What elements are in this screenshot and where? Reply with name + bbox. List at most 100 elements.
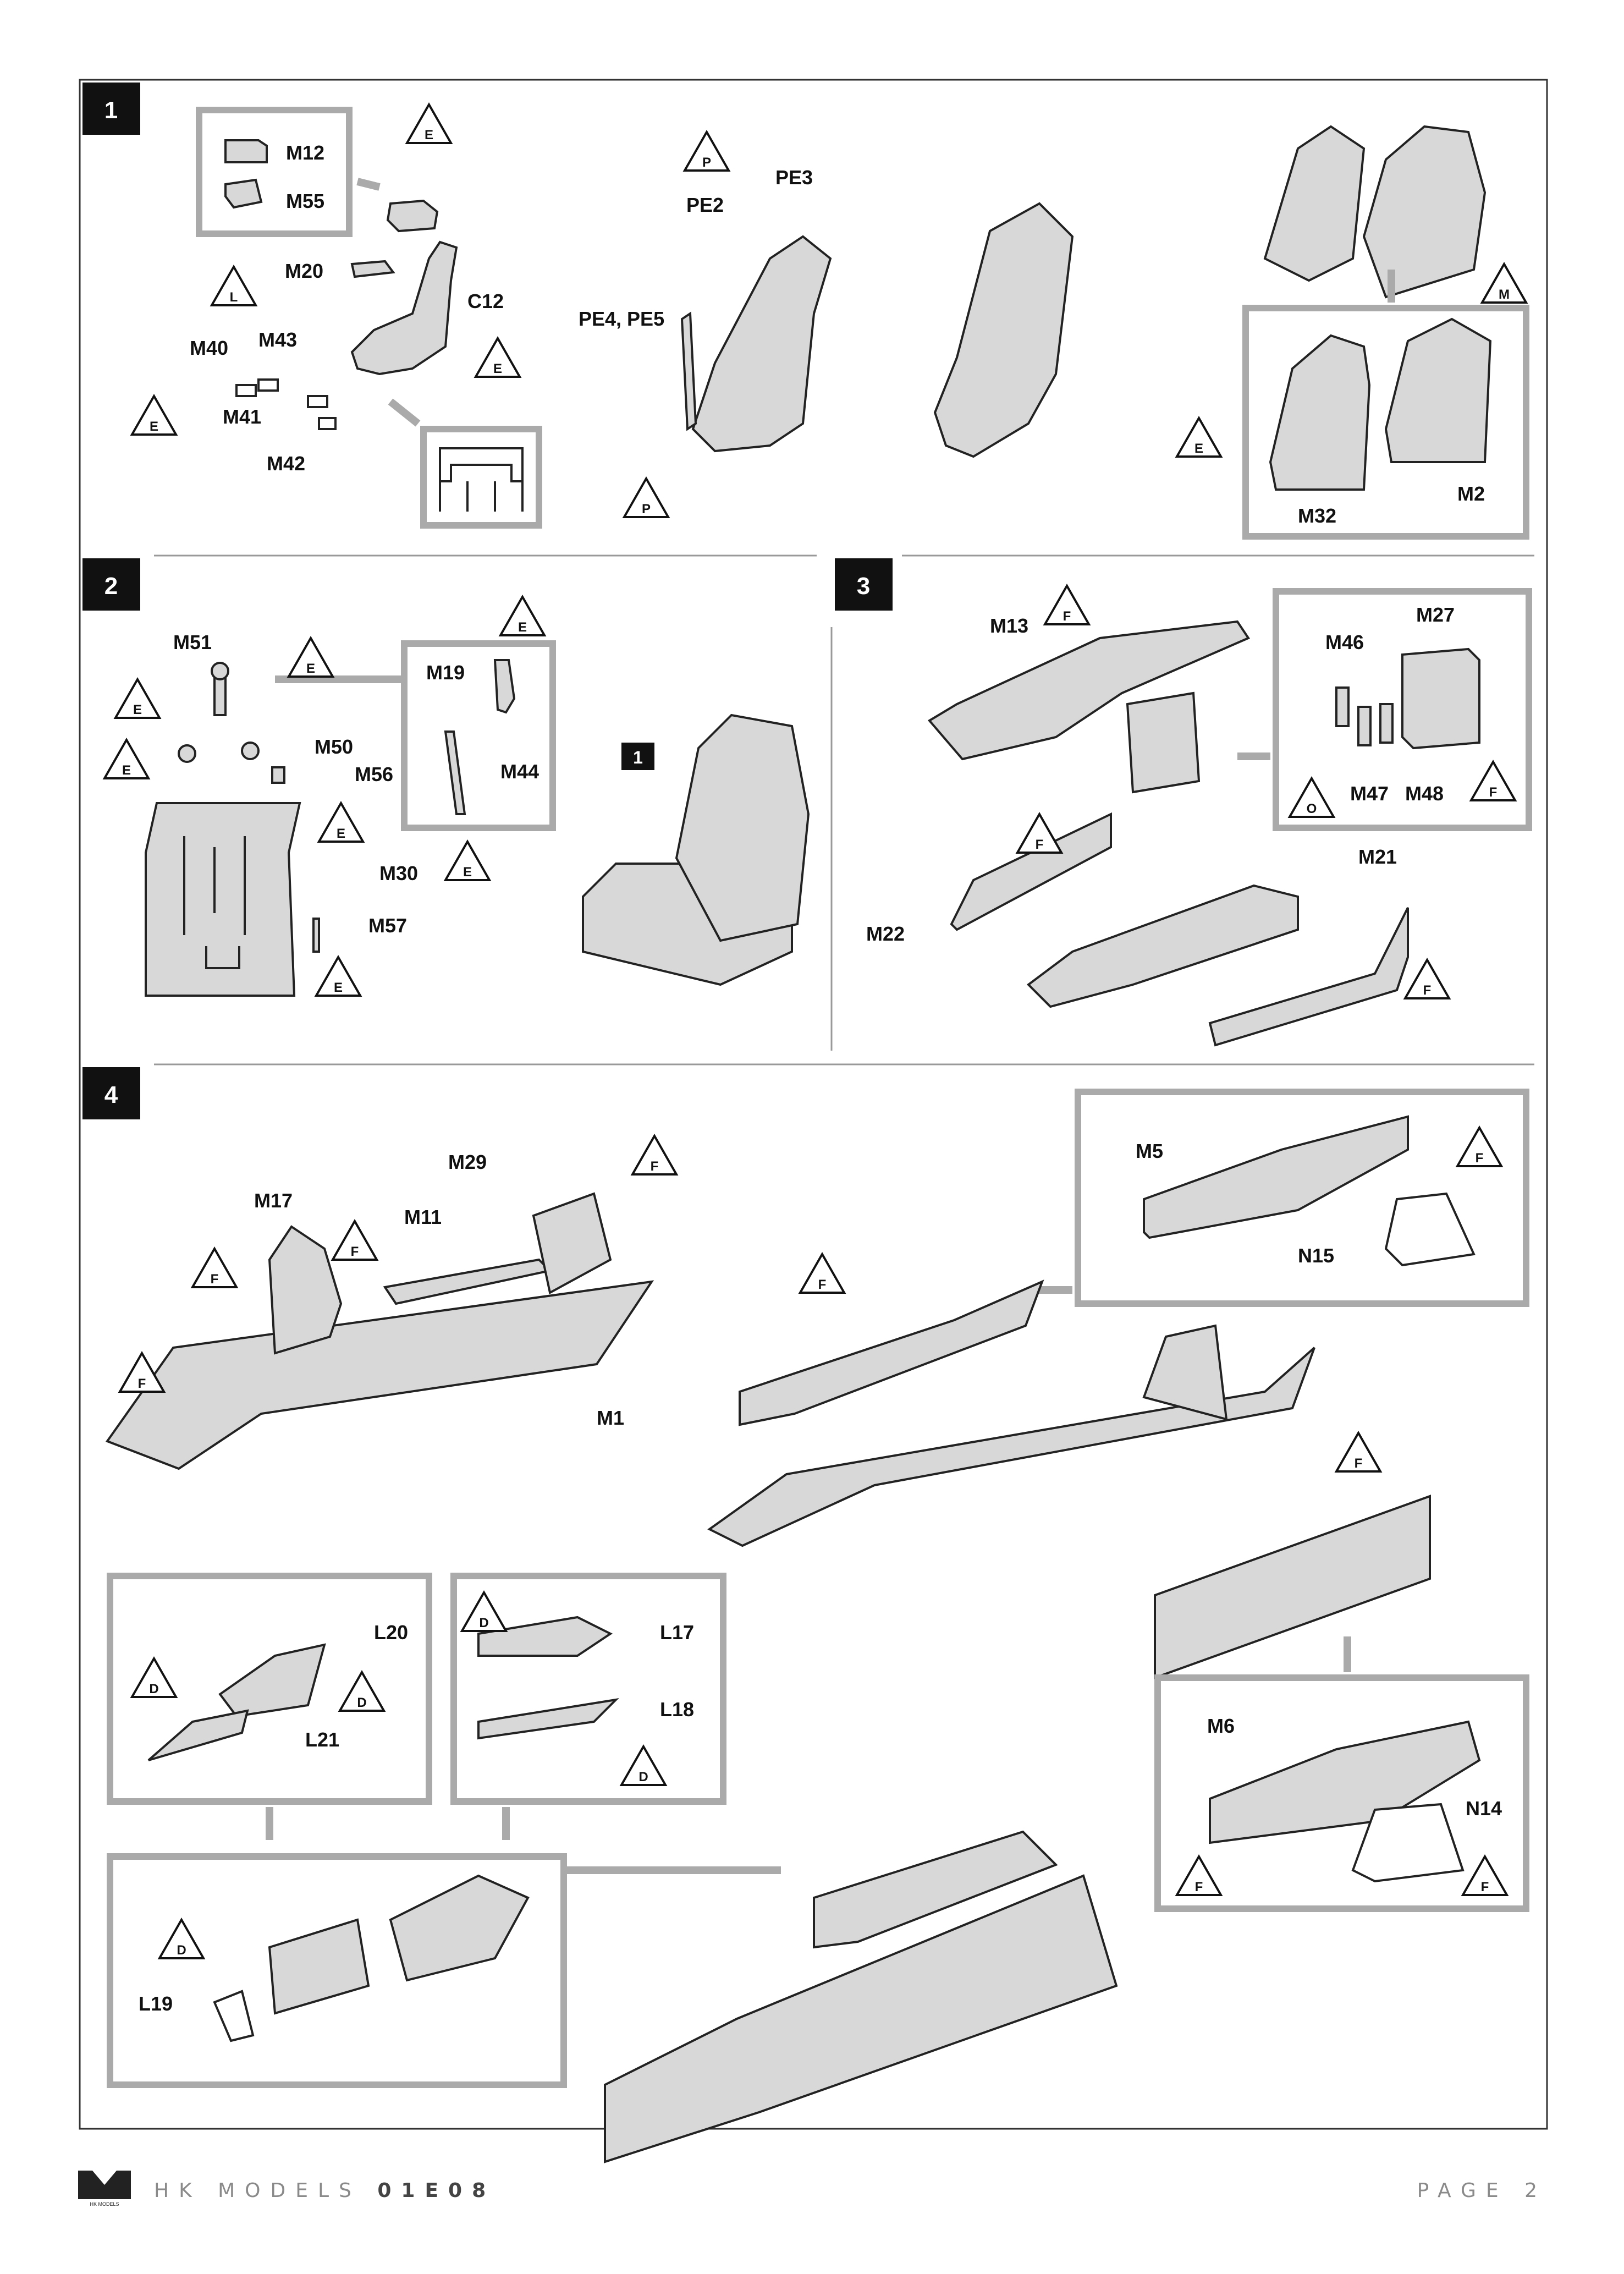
marker-e-8: E bbox=[317, 800, 365, 843]
step3-markers: F O F F F bbox=[1015, 583, 1517, 999]
step4-labels: M29 M17 M11 M1 M5 N15 L20 L21 L17 L18 L1… bbox=[139, 1140, 1502, 2015]
page-frame bbox=[79, 79, 1548, 2130]
footer-brand-name: HK MODELS bbox=[154, 2179, 361, 2202]
step1-arrow-a bbox=[356, 178, 381, 191]
part-m12-drawing bbox=[224, 139, 268, 209]
marker-l: L bbox=[210, 264, 258, 306]
svg-text:M46: M46 bbox=[1325, 631, 1364, 653]
part-l20-l21-drawing bbox=[147, 1643, 326, 1761]
svg-text:E: E bbox=[306, 661, 315, 676]
detail-box-seat-base bbox=[420, 426, 542, 529]
svg-text:M20: M20 bbox=[285, 260, 323, 282]
floor-assembly-m21-m22-drawing bbox=[950, 812, 1409, 1047]
marker-p-2: P bbox=[622, 476, 670, 518]
detail-box-l20-l21 bbox=[107, 1573, 432, 1805]
marker-f-6: F bbox=[190, 1246, 239, 1288]
svg-text:F: F bbox=[1476, 1151, 1484, 1166]
svg-text:L19: L19 bbox=[139, 1992, 173, 2015]
ref-step-1-badge: 1 bbox=[621, 743, 654, 770]
part-l17-l18-drawing bbox=[477, 1616, 619, 1740]
svg-text:E: E bbox=[150, 419, 158, 434]
svg-text:M57: M57 bbox=[368, 914, 407, 937]
svg-text:P: P bbox=[642, 502, 651, 517]
svg-text:F: F bbox=[1489, 785, 1498, 800]
seat-assembly-d-drawing bbox=[1263, 125, 1487, 299]
svg-text:L18: L18 bbox=[660, 1698, 694, 1721]
svg-text:L20: L20 bbox=[374, 1621, 408, 1644]
marker-f-13: F bbox=[1461, 1854, 1509, 1896]
console-m30-drawing bbox=[145, 802, 301, 997]
svg-text:M40: M40 bbox=[190, 337, 228, 359]
footer-brand: HK MODELS 01E08 bbox=[154, 2179, 496, 2202]
svg-text:1: 1 bbox=[104, 97, 118, 124]
svg-text:D: D bbox=[149, 1682, 158, 1696]
detail-box-m27 bbox=[1273, 588, 1532, 831]
detail-box-m12-m55 bbox=[196, 107, 353, 237]
svg-text:M21: M21 bbox=[1358, 845, 1397, 868]
svg-text:M19: M19 bbox=[426, 661, 465, 684]
step3-labels: M13 M27 M46 M47 M48 M22 M21 bbox=[866, 603, 1455, 945]
svg-text:E: E bbox=[518, 620, 527, 635]
footer-page-number: PAGE 2 bbox=[1417, 2179, 1547, 2202]
svg-text:D: D bbox=[638, 1770, 648, 1784]
step-1-badge: 1 bbox=[82, 83, 140, 135]
marker-p-1: P bbox=[682, 129, 731, 172]
svg-text:P: P bbox=[702, 155, 711, 170]
svg-text:M48: M48 bbox=[1405, 782, 1444, 805]
seat-base-detail-drawing bbox=[439, 447, 524, 512]
svg-text:L17: L17 bbox=[660, 1621, 694, 1644]
part-m32-m2-drawing bbox=[1269, 317, 1492, 491]
marker-e-4: E bbox=[1175, 415, 1223, 458]
marker-f-2: F bbox=[1469, 759, 1517, 801]
step2-labels: M51 M50 M56 M30 M57 M19 M44 bbox=[173, 631, 539, 937]
marker-e-5: E bbox=[113, 677, 162, 719]
svg-text:M2: M2 bbox=[1457, 482, 1485, 505]
svg-text:M12: M12 bbox=[286, 141, 324, 164]
svg-text:E: E bbox=[334, 980, 343, 995]
svg-text:L21: L21 bbox=[305, 1728, 339, 1751]
marker-e-6: E bbox=[287, 635, 335, 678]
cockpit-tub-assembly-drawing bbox=[582, 713, 810, 986]
footer-product-code: 01E08 bbox=[377, 2179, 496, 2202]
svg-text:M42: M42 bbox=[267, 452, 305, 475]
step-4-badge: 4 bbox=[82, 1067, 140, 1119]
svg-text:M44: M44 bbox=[500, 760, 539, 783]
svg-text:M: M bbox=[1499, 287, 1510, 302]
svg-text:M32: M32 bbox=[1298, 504, 1336, 527]
svg-text:F: F bbox=[1036, 837, 1044, 852]
svg-text:D: D bbox=[177, 1943, 186, 1958]
seat-assembly-b-drawing bbox=[680, 235, 832, 453]
svg-text:F: F bbox=[1063, 609, 1071, 624]
marker-o: O bbox=[1287, 776, 1336, 818]
marker-d-3: D bbox=[460, 1590, 508, 1632]
svg-text:M55: M55 bbox=[286, 190, 324, 212]
svg-text:E: E bbox=[337, 826, 345, 841]
svg-text:M5: M5 bbox=[1136, 1140, 1163, 1162]
detail-box-l17-l18 bbox=[450, 1573, 726, 1805]
detail-box-m19-m44 bbox=[401, 640, 556, 831]
svg-text:F: F bbox=[1355, 1456, 1363, 1471]
svg-text:M17: M17 bbox=[254, 1189, 293, 1212]
svg-text:M11: M11 bbox=[404, 1206, 442, 1228]
svg-text:O: O bbox=[1307, 801, 1317, 816]
marker-f-9: F bbox=[798, 1251, 846, 1294]
svg-text:M41: M41 bbox=[223, 405, 261, 428]
svg-text:F: F bbox=[818, 1277, 827, 1292]
detail-box-m5-n15 bbox=[1075, 1089, 1529, 1307]
svg-text:M47: M47 bbox=[1350, 782, 1389, 805]
seat-assembly-a-drawing bbox=[235, 199, 458, 430]
svg-text:C12: C12 bbox=[467, 290, 504, 312]
svg-text:F: F bbox=[138, 1376, 146, 1391]
svg-text:F: F bbox=[351, 1244, 359, 1259]
final-fuselage-drawing bbox=[604, 1830, 1118, 2163]
marker-e-3: E bbox=[130, 393, 178, 436]
step4-markers: F F F F F F F D D D D D F F F bbox=[118, 1125, 1509, 1959]
marker-f-10: F bbox=[1455, 1125, 1504, 1167]
marker-f-3: F bbox=[1015, 811, 1064, 854]
part-m27-drawing bbox=[1335, 647, 1480, 750]
svg-text:D: D bbox=[357, 1695, 366, 1710]
svg-text:1: 1 bbox=[633, 748, 643, 767]
marker-e-10: E bbox=[498, 594, 547, 636]
svg-text:M29: M29 bbox=[448, 1151, 487, 1173]
